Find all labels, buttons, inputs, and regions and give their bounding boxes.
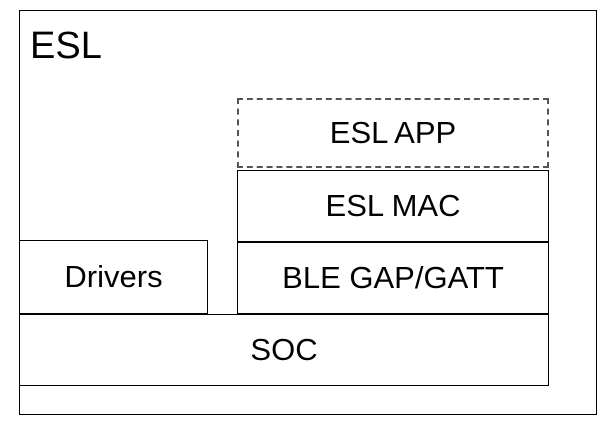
esl-app-block: ESL APP (237, 98, 549, 168)
esl-mac-block: ESL MAC (237, 170, 549, 242)
ble-gap-gatt-block: BLE GAP/GATT (237, 242, 549, 314)
esl-container-title: ESL (30, 25, 102, 67)
esl-mac-label: ESL MAC (325, 188, 461, 223)
drivers-block: Drivers (19, 240, 208, 314)
soc-block: SOC (19, 314, 549, 386)
esl-app-label: ESL APP (329, 115, 457, 150)
drivers-label: Drivers (64, 259, 163, 294)
soc-label: SOC (250, 332, 318, 367)
ble-gap-gatt-label: BLE GAP/GATT (282, 260, 504, 295)
